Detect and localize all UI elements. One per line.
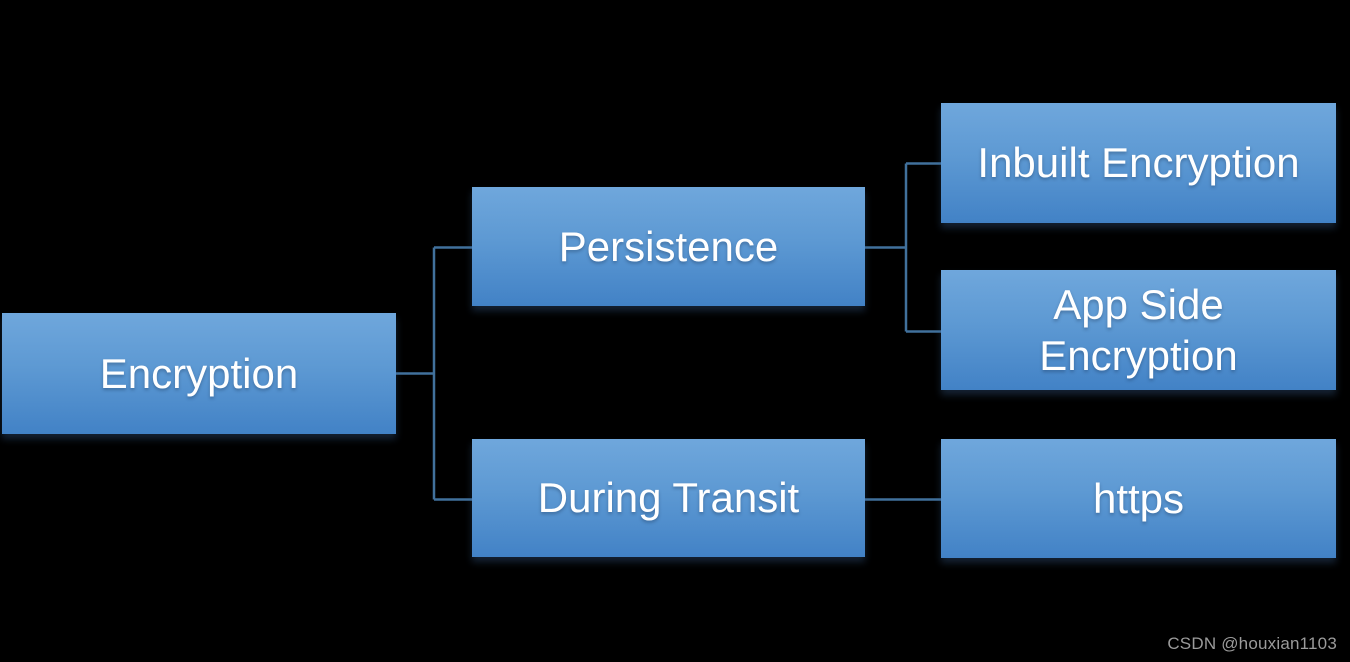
- node-app-side-encryption-label: App Side Encryption: [1039, 280, 1238, 379]
- csdn-watermark: CSDN @houxian1103: [1167, 634, 1337, 653]
- node-inbuilt-encryption-label: Inbuilt Encryption: [977, 139, 1300, 187]
- node-during-transit-label: During Transit: [537, 474, 800, 522]
- node-persistence-label: Persistence: [558, 222, 779, 270]
- node-encryption: Encryption: [2, 313, 396, 434]
- node-during-transit: During Transit: [472, 439, 865, 557]
- node-https-label: https: [1092, 474, 1185, 522]
- node-inbuilt-encryption: Inbuilt Encryption: [941, 103, 1336, 223]
- node-app-side-encryption: App Side Encryption: [941, 270, 1336, 390]
- node-https: https: [941, 439, 1336, 558]
- node-persistence: Persistence: [472, 187, 865, 306]
- node-encryption-label: Encryption: [99, 349, 299, 397]
